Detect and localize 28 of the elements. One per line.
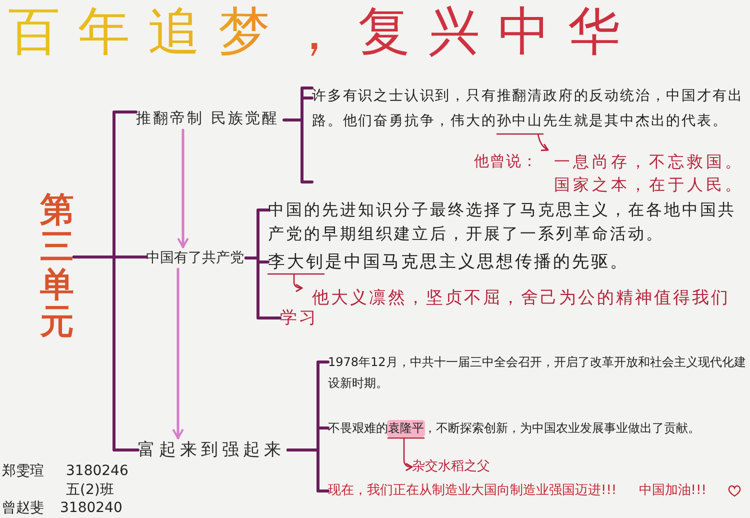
quote-text: 一息尚存，不忘救国。国家之本，在于人民。 — [554, 151, 745, 196]
note-text: 不畏艰难的袁隆平，不断探索创新，为中国农业发展事业做出了贡献。 — [328, 418, 718, 438]
note-text: 中国的先进知识分子最终选择了马克思主义，在各地中国共产党的早期组织建立后，开展了一系列革命活动。 — [268, 198, 746, 246]
arrow — [172, 268, 184, 440]
branch-topic: 富起来到强起来 — [138, 438, 288, 462]
note-text: 许多有识之士认识到，只有推翻清政府的反动统治，中国才有出路。他们奋勇抗争，伟大的孙中山先生就是其中杰出的代表。 — [312, 84, 748, 134]
class-label: 五(2)班 — [66, 481, 114, 499]
connector-line — [286, 448, 330, 492]
student-name: 曾赵斐 — [2, 499, 44, 517]
student-number: 3180246 — [66, 462, 128, 480]
comment-text: 现在，我们正在从制造业大国向制造业强国迈进!!! 中国加油!!! — [328, 481, 724, 501]
leader-arrow — [267, 273, 325, 292]
leader-arrow — [496, 133, 549, 151]
quote-intro: 他曾说： — [474, 151, 538, 172]
branch-topic: 推翻帝制 民族觉醒 — [136, 106, 284, 130]
connector-line — [244, 256, 282, 320]
leader-arrow — [387, 437, 425, 471]
branch-topic: 中国有了共产党 — [146, 247, 246, 269]
note-text: 李大钊是中国马克思主义思想传播的先驱。 — [268, 250, 638, 274]
student-name: 郑雯瑄 — [2, 462, 44, 480]
comment-text: 他大义凛然，坚贞不屈，舍己为公的精神值得我们学习 — [280, 288, 732, 328]
annotation-text: 杂交水稻之父 — [412, 458, 496, 476]
arrow — [178, 128, 189, 248]
connector-line — [72, 256, 140, 452]
student-number: 3180240 — [60, 499, 122, 517]
central-topic: 第三单元 — [40, 192, 74, 342]
connector-line — [282, 96, 314, 122]
note-text: 1978年12月，中共十一届三中全会召开，开启了改革开放和社会主义现代化建设新时期。 — [328, 352, 748, 394]
